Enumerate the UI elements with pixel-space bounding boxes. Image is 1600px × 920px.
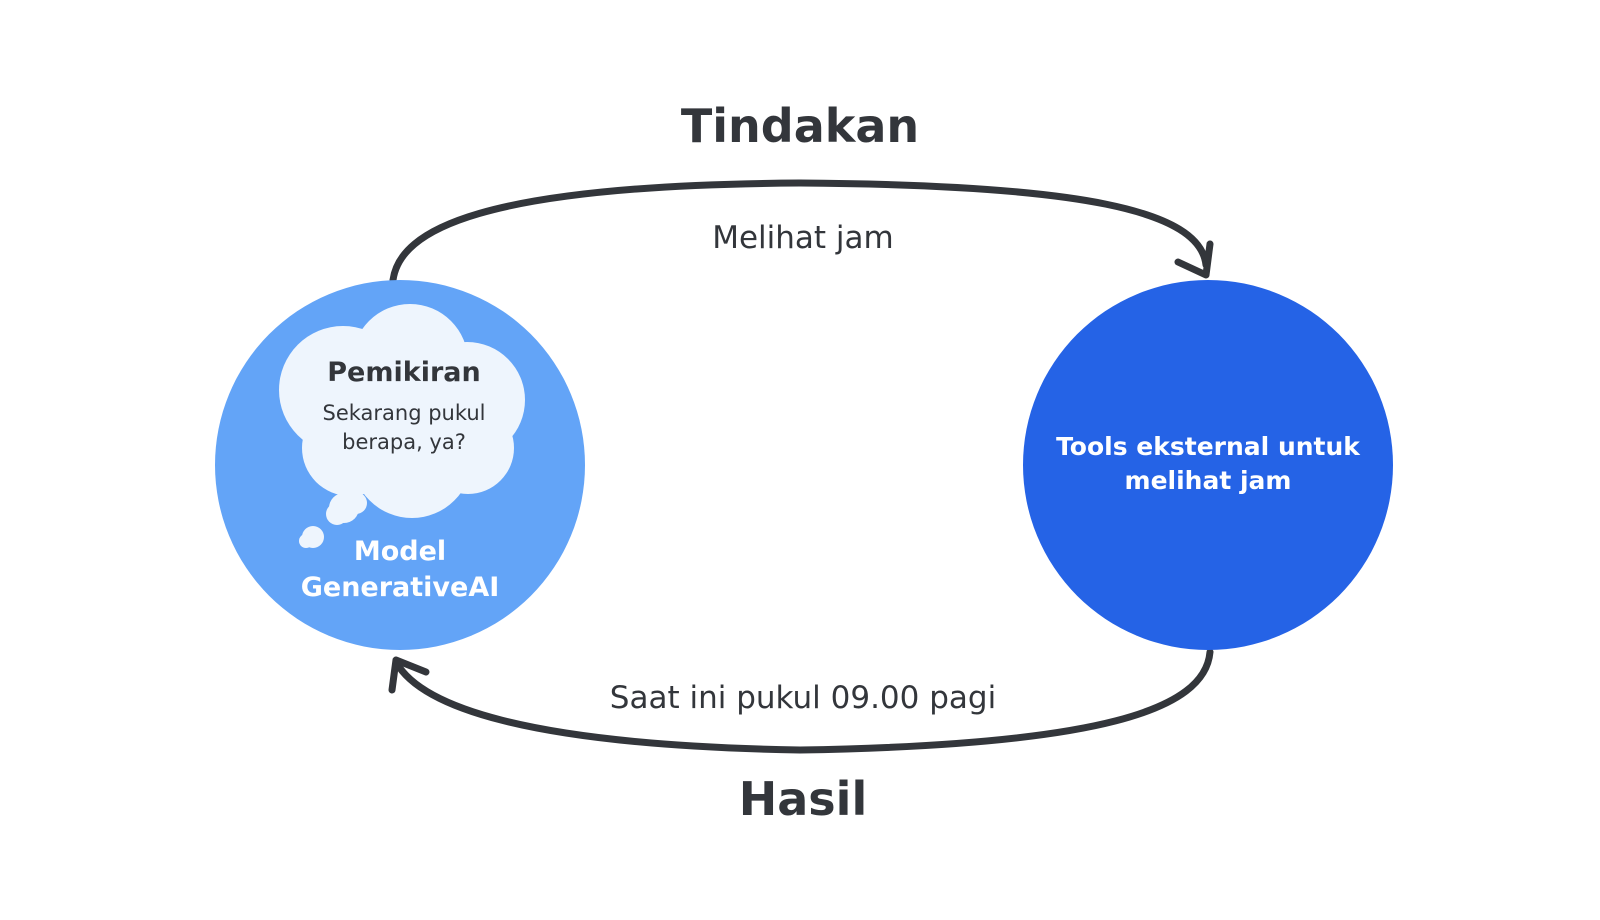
tool-label-line-2: melihat jam	[1125, 466, 1292, 495]
action-arrow	[389, 179, 1214, 284]
action-heading: Tindakan	[681, 99, 919, 153]
result-arrow-line	[392, 648, 1214, 754]
action-arrow-line	[389, 179, 1210, 284]
thought-title: Pemikiran	[327, 357, 480, 388]
action-edge-label: Melihat jam	[712, 220, 894, 256]
thought-line-2: berapa, ya?	[342, 430, 466, 454]
thought-line-1: Sekarang pukul	[322, 401, 485, 425]
tool-label-line-1: Tools eksternal untuk	[1056, 432, 1361, 461]
tool-node: Tools eksternal untuk melihat jam	[1023, 280, 1393, 650]
model-label-line-1: Model	[354, 536, 446, 567]
tool-circle	[1023, 280, 1393, 650]
action-arrowhead	[1174, 240, 1214, 279]
model-label-line-2: GenerativeAI	[301, 572, 500, 603]
model-node: Pemikiran Sekarang pukul berapa, ya? Mod…	[215, 280, 585, 650]
result-heading: Hasil	[739, 772, 867, 826]
thought-bubble	[279, 304, 525, 548]
result-arrow	[388, 648, 1214, 754]
result-edge-label: Saat ini pukul 09.00 pagi	[610, 680, 996, 716]
result-arrowhead	[388, 656, 430, 694]
